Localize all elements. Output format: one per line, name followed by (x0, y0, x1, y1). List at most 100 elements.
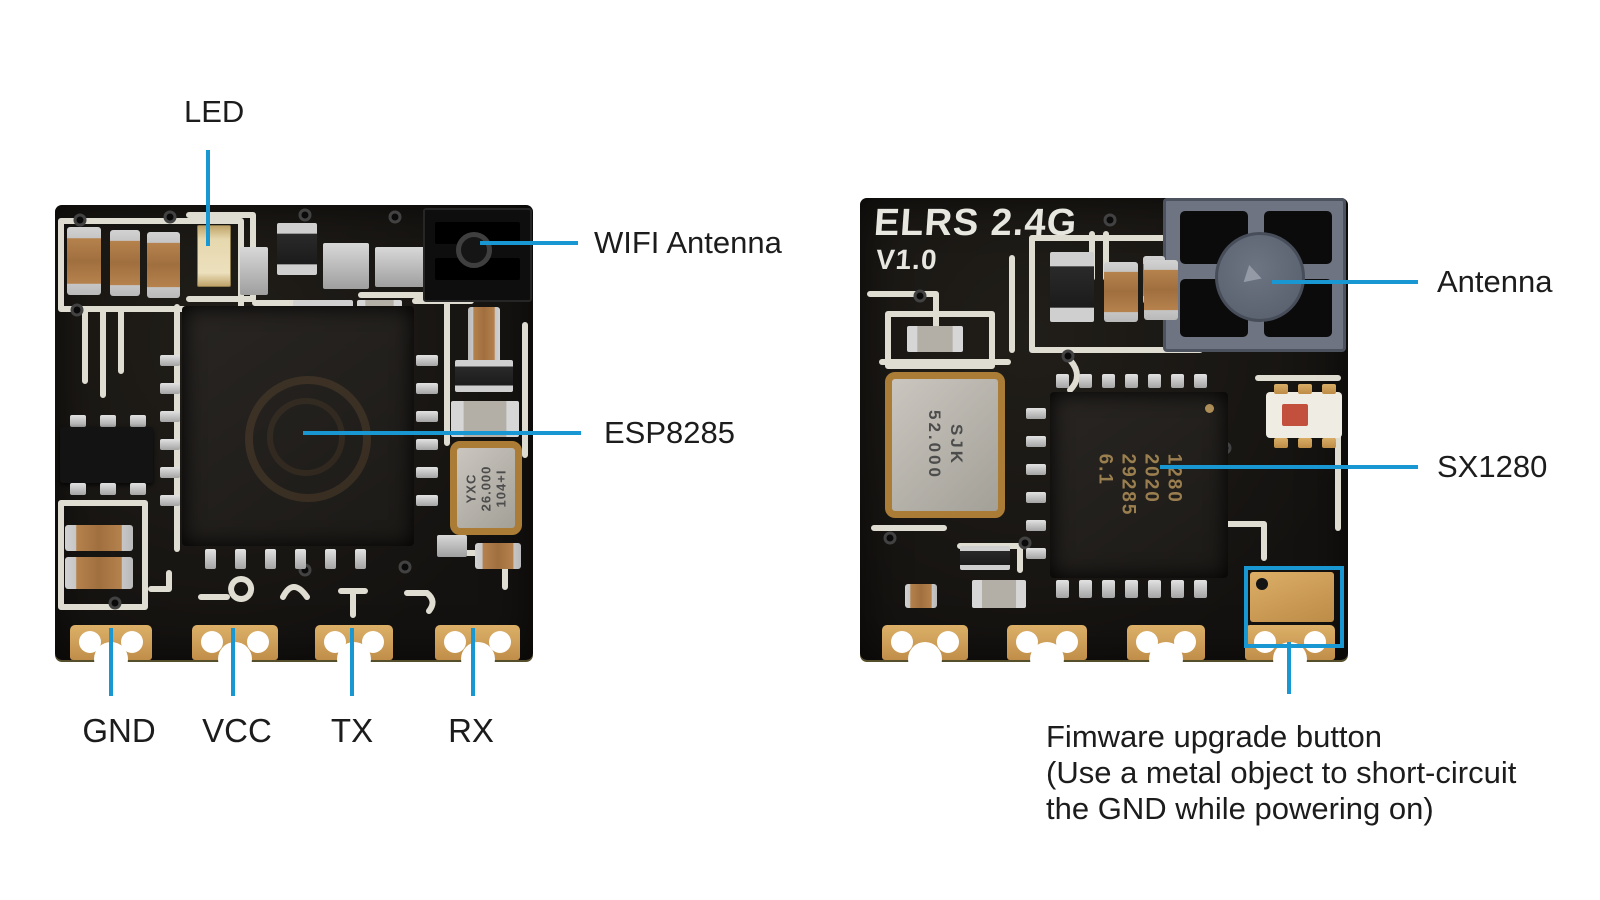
pad-hole (362, 631, 384, 653)
pad-hole (79, 631, 101, 653)
label-wifi-antenna: WIFI Antenna (594, 225, 782, 260)
crystal-marking: 104+I (493, 469, 509, 507)
chip-pin (1194, 374, 1207, 388)
pad-2 (1007, 625, 1087, 676)
label-tx: TX (330, 712, 374, 749)
capacitor (65, 525, 133, 551)
leader-line-esp8285 (303, 431, 581, 435)
smd-part (130, 415, 146, 427)
balun-pin (1298, 384, 1312, 394)
silkscreen-traces (58, 208, 528, 618)
sx1280-chip: 1280 2020 29285 6.1 (1050, 392, 1228, 578)
chip-pin (416, 439, 438, 450)
firmware-note-line1: Fimware upgrade button (1046, 719, 1383, 754)
pad-rx (435, 625, 520, 676)
label-rx: RX (448, 712, 494, 749)
leader-line-rx (471, 628, 475, 696)
pad-notch (908, 642, 942, 676)
receiver-board-back: ELRS 2.4G V1.0 SJK 52.000 (860, 198, 1348, 676)
wifi-antenna-via (456, 232, 492, 268)
smd-part (375, 247, 427, 287)
crystal-marking: SJK (947, 423, 966, 467)
chip-pin (235, 549, 246, 569)
label-firmware-note: Fimware upgrade button (Use a metal obje… (1046, 719, 1516, 827)
rf-balun (1266, 392, 1342, 438)
pad-hole (1056, 631, 1078, 653)
chip-pin (1056, 374, 1069, 388)
leader-line-tx (350, 628, 354, 696)
chip-pin (1026, 548, 1046, 559)
pad-vcc (192, 625, 278, 676)
chip-pin (1026, 464, 1046, 475)
chip-pin (265, 549, 276, 569)
leader-line-gnd (109, 628, 113, 696)
pad-hole (247, 631, 269, 653)
leader-line-antenna (1272, 280, 1418, 284)
silk-title: ELRS 2.4G (872, 202, 1079, 244)
pad-tx (315, 625, 393, 676)
wifi-antenna-region (423, 208, 532, 302)
capacitor (475, 543, 521, 569)
chip-pin (416, 411, 438, 422)
capacitor (905, 584, 937, 608)
label-led: LED (184, 94, 245, 129)
chip-pin (1148, 374, 1161, 388)
label-antenna: Antenna (1437, 264, 1553, 299)
chip-marking: 29285 (1117, 453, 1138, 517)
smd-part (70, 483, 86, 495)
pad-hole (489, 631, 511, 653)
pad-hole (121, 631, 143, 653)
label-gnd: GND (82, 712, 156, 749)
pad-notch (337, 642, 371, 676)
chip-marking: 6.1 (1094, 453, 1115, 486)
chip-pin (1102, 580, 1115, 598)
firmware-upgrade-button (1250, 572, 1334, 622)
smd-part (100, 415, 116, 427)
smd-part (130, 483, 146, 495)
chip-pin (1171, 374, 1184, 388)
chip-pin (1125, 580, 1138, 598)
smd-part (455, 360, 513, 392)
leader-line-vcc (231, 628, 235, 696)
crystal-sjk: SJK 52.000 (885, 372, 1005, 518)
chip-pin (416, 383, 438, 394)
chip-pin (160, 495, 180, 506)
capacitor (1144, 260, 1178, 320)
regulator-chip (60, 427, 153, 483)
chip-pin (1194, 580, 1207, 598)
antenna-connector (1163, 198, 1346, 352)
chip-pin (160, 355, 180, 366)
pad-hole (201, 631, 223, 653)
smd-part (323, 243, 369, 289)
smd-part (972, 580, 1026, 608)
capacitor (65, 557, 133, 589)
chip-pin (355, 549, 366, 569)
leader-line-sx1280 (1160, 465, 1418, 469)
chip-marking: 2020 (1140, 453, 1161, 504)
balun-pin (1322, 438, 1336, 448)
chip-pin (1171, 580, 1184, 598)
smd-part (240, 247, 268, 295)
chip-marking: 1280 (1163, 453, 1184, 504)
chip-pin (1125, 374, 1138, 388)
pad-hole (444, 631, 466, 653)
balun-pin (1274, 384, 1288, 394)
chip-pin (1079, 580, 1092, 598)
label-sx1280: SX1280 (1437, 449, 1548, 484)
capacitor (110, 230, 140, 296)
pad-hole (891, 631, 913, 653)
pad-notch (218, 642, 252, 676)
chip-pin (1148, 580, 1161, 598)
chip-pin (1102, 374, 1115, 388)
button-via (1256, 578, 1268, 590)
pad-hole (937, 631, 959, 653)
chip-pin (1079, 374, 1092, 388)
smd-part (277, 223, 317, 275)
leader-line-wifi-antenna (480, 241, 578, 245)
chip-pin (160, 383, 180, 394)
label-vcc: VCC (202, 712, 272, 749)
leader-line-led (206, 150, 210, 246)
antenna-feed-point (1215, 232, 1305, 322)
crystal-marking: 52.000 (925, 410, 944, 480)
chip-pin (416, 495, 438, 506)
